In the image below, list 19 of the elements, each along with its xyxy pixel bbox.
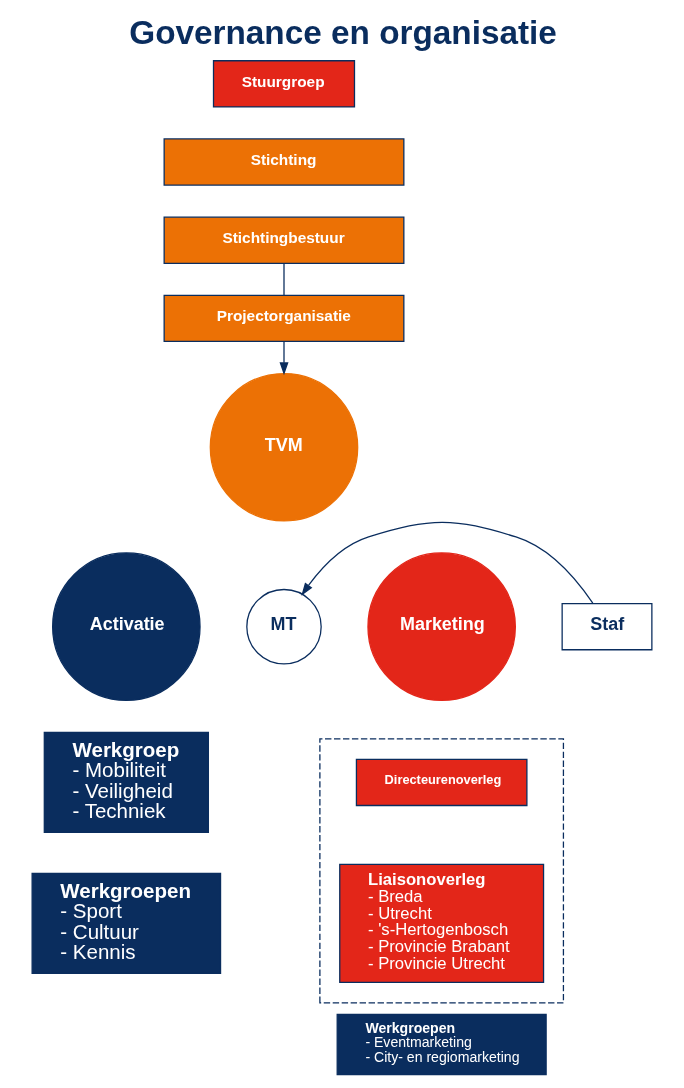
node-box: Stichtingbestuur xyxy=(163,216,405,264)
arrow xyxy=(279,341,289,376)
arrow xyxy=(301,521,594,604)
node-box: Werkgroepen - Sport - Cultuur - Kennis xyxy=(31,872,222,975)
node-box: Werkgroep - Mobiliteit - Veiligheid - Techniek xyxy=(43,731,209,834)
node-box: Liaisonoverleg - Breda - Utrecht - 's-Hertogenbosch - Provincie Brabant - Provincie Utrecht xyxy=(339,863,545,983)
node-box: Werkgroepen - Eventmarketing - City- en regiomarketing xyxy=(336,1013,547,1076)
node-circle: Marketing xyxy=(367,552,516,701)
cluster xyxy=(319,738,565,1004)
diagram-title: Governance en organisatie xyxy=(129,13,557,51)
node-circle: Activatie xyxy=(52,552,201,701)
node-box: Projectorganisatie xyxy=(163,294,405,343)
node-circle: TVM xyxy=(209,372,359,522)
node-box: Directeurenoverleg xyxy=(355,758,528,807)
node-box: Staf xyxy=(561,602,653,651)
connector xyxy=(283,262,285,296)
node-box: Stuurgroep xyxy=(212,60,356,108)
node-circle: MT xyxy=(246,588,322,665)
node-box: Stichting xyxy=(163,138,405,186)
